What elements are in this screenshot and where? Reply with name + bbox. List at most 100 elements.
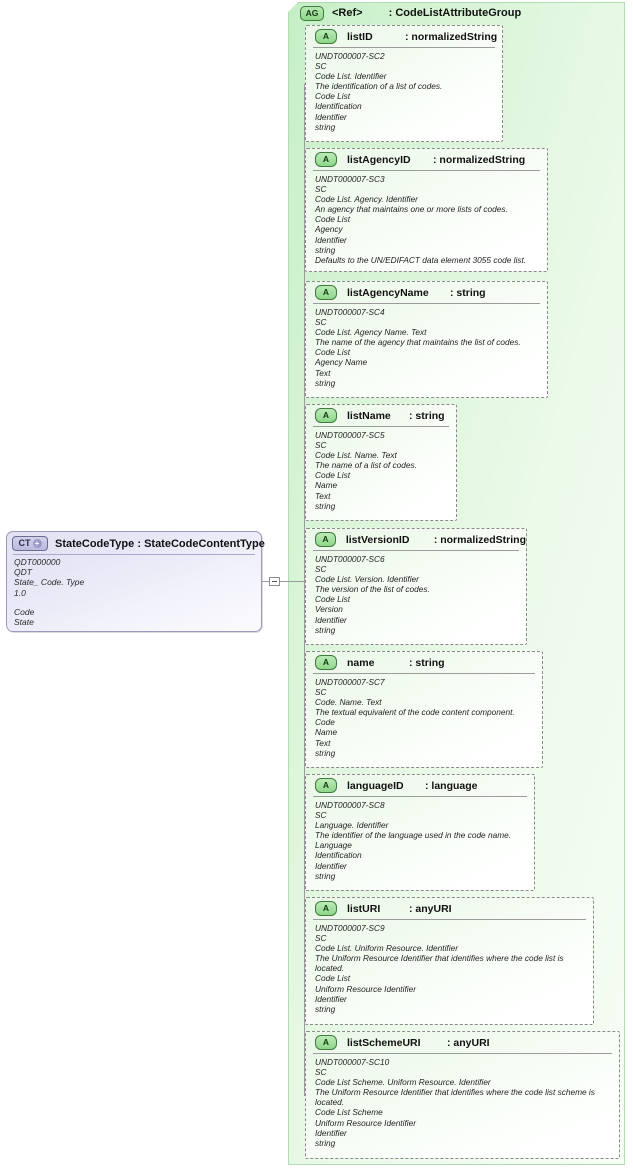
attribute-annotation-line: UNDT000007-SC3 xyxy=(315,174,385,184)
attribute-type: : string xyxy=(409,409,445,422)
expand-plus-icon[interactable]: + xyxy=(32,539,42,548)
attribute-annotation-line: Identification xyxy=(315,101,362,112)
attribute-group-badge-icon: AG xyxy=(300,5,324,21)
attribute-badge-icon: A xyxy=(315,408,337,423)
attribute-annotation-line: The identifier of the language used in t… xyxy=(315,830,512,841)
attribute-annotation-line: Code List. Agency. Identifier xyxy=(315,194,418,205)
attribute-annotation-line: Version xyxy=(315,604,343,615)
attribute-annotation-line: Identification xyxy=(315,850,362,861)
complex-type-annotation-line: Code xyxy=(14,606,35,617)
attribute-divider xyxy=(313,170,540,171)
attribute-badge-icon: A xyxy=(315,655,337,670)
attribute-type: : anyURI xyxy=(447,1036,490,1049)
attribute-annotation-line: UNDT000007-SC6 xyxy=(315,554,385,564)
attribute-annotation-line: Code List xyxy=(315,91,351,102)
attribute-divider xyxy=(313,673,535,674)
complex-type-title: StateCodeType : StateCodeContentType xyxy=(55,537,265,550)
attribute-annotation-line: Name xyxy=(315,480,338,491)
attribute-annotation-line: Uniform Resource Identifier xyxy=(315,983,416,994)
attribute-name: listVersionID xyxy=(345,533,410,546)
attribute-annotation-line: The identification of a list of codes. xyxy=(315,81,443,92)
attribute-name: languageID xyxy=(347,779,404,792)
attribute-divider xyxy=(313,550,519,551)
attribute-annotation-line: The version of the list of codes. xyxy=(315,584,430,595)
attribute-annotation-line: UNDT000007-SC9 xyxy=(315,923,385,933)
attribute-annotation-line: Identifier xyxy=(315,111,347,122)
attribute-group-header[interactable]: AG <Ref> : CodeListAttributeGroup xyxy=(300,5,521,21)
complex-type-badge-icon[interactable]: CT+ xyxy=(12,536,48,551)
attribute-annotation-line: An agency that maintains one or more lis… xyxy=(315,204,508,215)
attribute-annotation-line: Identifier xyxy=(315,614,347,625)
attribute-annotation-line: Code List xyxy=(315,214,351,225)
attribute-annotation-line: SC xyxy=(315,933,327,944)
attribute-annotation-line: Agency xyxy=(315,224,343,235)
attribute-annotation-line: Identifier xyxy=(315,860,347,871)
attribute-annotation-line: string xyxy=(315,870,336,881)
attribute-annotation-line: UNDT000007-SC4 xyxy=(315,307,385,317)
attribute-divider xyxy=(313,919,586,920)
attribute-badge-icon: A xyxy=(315,29,337,44)
attribute-annotation-line: UNDT000007-SC5 xyxy=(315,430,385,440)
complex-type-annotation-line: State xyxy=(14,617,34,628)
complex-type-box[interactable]: CT+ StateCodeType : StateCodeContentType… xyxy=(6,531,265,632)
complex-type-badge-label: CT xyxy=(18,538,31,548)
attribute-name: listAgencyName xyxy=(347,286,429,299)
attribute-annotation-line: Language. Identifier xyxy=(315,820,389,831)
attribute-annotation-line: string xyxy=(315,1137,336,1148)
attribute-type: : normalizedString xyxy=(405,30,498,43)
collapse-toggle-icon[interactable] xyxy=(269,577,280,586)
attribute-type: : anyURI xyxy=(409,902,452,915)
attribute-type: : language xyxy=(425,779,478,792)
attribute-name: listSchemeURI xyxy=(347,1036,421,1049)
attribute-group-name: : CodeListAttributeGroup xyxy=(388,7,522,19)
attribute-annotation-line: SC xyxy=(315,564,327,575)
attribute-annotation-line: Code List. Identifier xyxy=(315,71,387,82)
complex-type-header: CT+ StateCodeType : StateCodeContentType xyxy=(7,532,265,552)
attribute-annotation-line: string xyxy=(315,624,336,635)
attribute-annotation-line: Defaults to the UN/EDIFACT data element … xyxy=(315,254,527,265)
attribute-annotation-line: Code List xyxy=(315,973,351,984)
attribute-annotation-line: Code List. Name. Text xyxy=(315,450,397,461)
attribute-annotation-line: Code List xyxy=(315,594,351,605)
attribute-name: listID xyxy=(347,30,373,43)
attribute-annotation-line: The name of a list of codes. xyxy=(315,460,417,471)
attribute-annotation-line: SC xyxy=(315,687,327,698)
attribute-annotation-line: Code. Name. Text xyxy=(315,697,382,708)
attribute-type: : string xyxy=(409,656,445,669)
attribute-annotation-line: Uniform Resource Identifier xyxy=(315,1117,416,1128)
attribute-annotation-line: string xyxy=(315,500,336,511)
attribute-annotation-line: Text xyxy=(315,490,331,501)
attribute-annotation-line: Identifier xyxy=(315,234,347,245)
attribute-annotation-line: string xyxy=(315,377,336,388)
attribute-badge-icon: A xyxy=(315,152,337,167)
attribute-annotation-line: Code List. Agency Name. Text xyxy=(315,327,427,338)
attribute-annotation-line: Language xyxy=(315,840,352,851)
attribute-annotation-line: Name xyxy=(315,727,338,738)
attribute-divider xyxy=(313,426,449,427)
attribute-type: : string xyxy=(450,286,486,299)
attribute-annotation-line: SC xyxy=(315,317,327,328)
attribute-annotation-line: The Uniform Resource Identifier that ide… xyxy=(315,1087,595,1108)
